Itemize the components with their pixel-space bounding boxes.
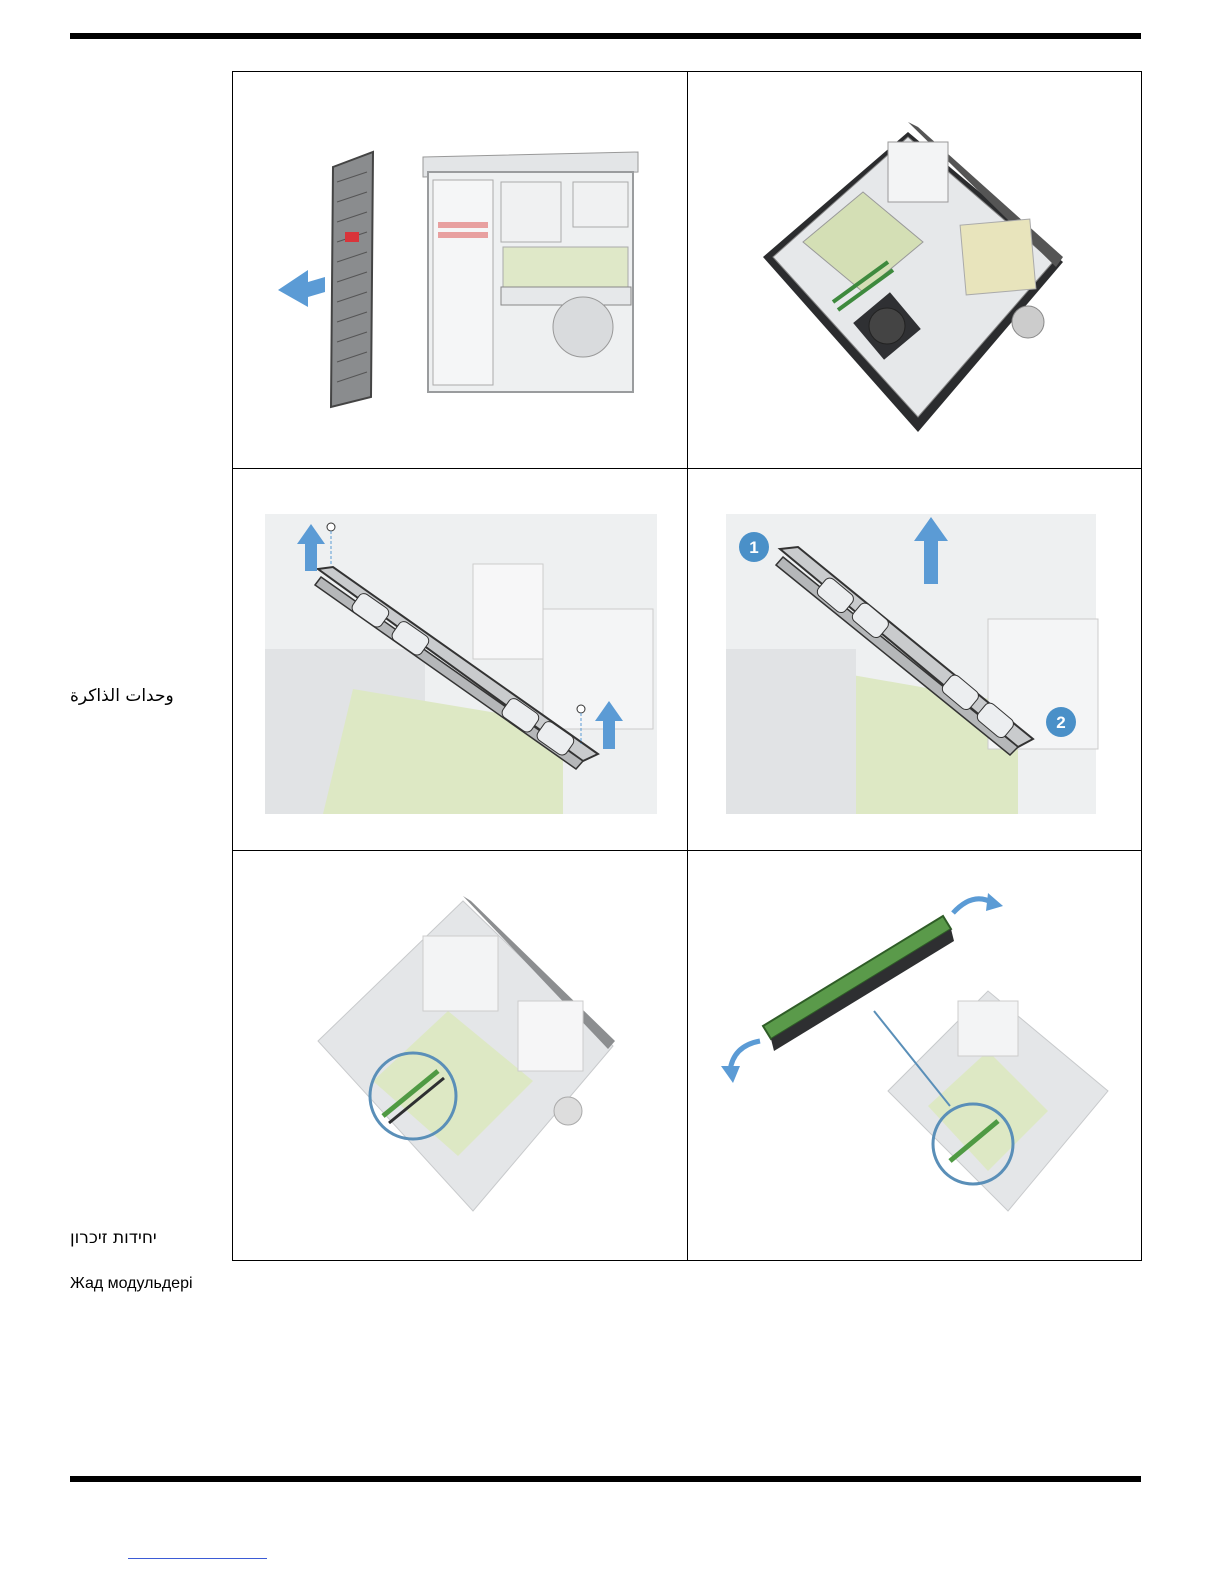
label-hebrew: יחידות זיכרון (70, 1228, 157, 1248)
chassis-illustration (888, 991, 1108, 1211)
memory-module-illustration (763, 916, 954, 1051)
figure-remove-front-bezel (233, 72, 687, 468)
top-rule (70, 33, 1141, 39)
label-kazakh: Жад модульдері (70, 1275, 193, 1293)
arrow-left-icon (278, 270, 325, 307)
label-arabic: وحدات الذاكرة (70, 686, 174, 706)
illustration-grid: 1 2 (232, 71, 1142, 1261)
curved-arrow-icon (953, 893, 1003, 913)
figure-remove-memory-module (688, 851, 1141, 1260)
chassis-illustration (318, 896, 615, 1211)
figure-memory-slots (233, 851, 687, 1260)
footer-link-underline[interactable] (128, 1558, 267, 1559)
step-marker-1-label: 1 (749, 538, 758, 557)
front-bezel-illustration (331, 152, 373, 407)
curved-arrow-icon (721, 1041, 760, 1083)
step-marker-2: 2 (1046, 707, 1076, 737)
chassis-illustration (763, 122, 1063, 432)
step-marker-2-label: 2 (1056, 713, 1065, 732)
figure-remove-bracket-screws (233, 469, 687, 850)
bottom-rule (70, 1476, 1141, 1482)
tower-case-illustration (423, 152, 638, 392)
figure-lift-bracket: 1 2 (688, 469, 1141, 850)
figure-open-chassis (688, 72, 1141, 468)
step-marker-1: 1 (739, 532, 769, 562)
